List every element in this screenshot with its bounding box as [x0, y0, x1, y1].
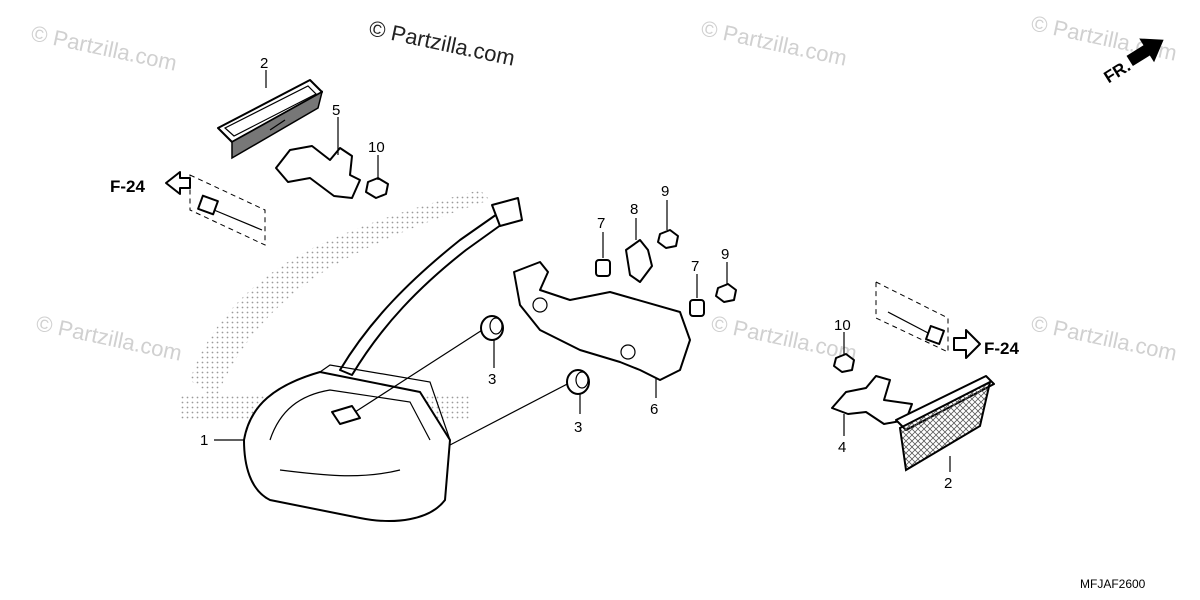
- wire-harness: [339, 197, 523, 376]
- nut-right: [833, 353, 855, 373]
- arrow-right-icon: [953, 329, 981, 359]
- collar-upper: [595, 259, 611, 277]
- watermark: © Partzilla.com: [29, 20, 179, 75]
- callout-9-b: 9: [721, 246, 729, 263]
- watermark: © Partzilla.com: [699, 15, 849, 70]
- callout-10-right: 10: [834, 317, 851, 334]
- callout-3-b: 3: [574, 419, 582, 436]
- ref-right: F-24: [984, 339, 1020, 358]
- callout-7-a: 7: [597, 215, 605, 232]
- callout-9-a: 9: [661, 183, 669, 200]
- direction-label: FR.: [1101, 56, 1134, 87]
- leader-line: [354, 324, 491, 413]
- bracket-right: [831, 375, 913, 425]
- grommet-lower: [566, 369, 590, 395]
- callout-1: 1: [200, 432, 208, 449]
- callout-2-top: 2: [260, 55, 268, 72]
- bracket-left: [275, 145, 361, 199]
- ref-left: F-24: [110, 177, 146, 196]
- reflector-top: [217, 79, 324, 160]
- callout-6: 6: [650, 401, 658, 418]
- taillight: [243, 364, 451, 522]
- nut-left: [365, 177, 389, 199]
- reflector-bottom: [895, 375, 995, 472]
- callout-8: 8: [630, 201, 638, 218]
- arrow-icon: [1126, 38, 1164, 67]
- callout-10-left: 10: [368, 139, 385, 156]
- callout-3-a: 3: [488, 371, 496, 388]
- collar-lower: [689, 299, 705, 317]
- nut-9-lower: [715, 283, 737, 303]
- callout-2-bottom: 2: [944, 475, 952, 492]
- watermark: © Partzilla.com: [1029, 10, 1179, 65]
- arrow-left-icon: [165, 171, 191, 195]
- diagram-code: MFJAF2600: [1080, 577, 1146, 591]
- nut-9-upper: [657, 229, 679, 249]
- copyright-text: © Partzilla.com: [367, 15, 517, 70]
- clamp: [625, 239, 653, 283]
- left-bolt-guide: [189, 174, 266, 246]
- callout-4: 4: [838, 439, 846, 456]
- watermark: © Partzilla.com: [34, 310, 184, 365]
- bolt-right: [887, 311, 945, 345]
- callout-5: 5: [332, 102, 340, 119]
- watermark: © Partzilla.com: [1029, 310, 1179, 365]
- grommet-upper: [480, 315, 504, 341]
- bolt-left: [197, 194, 263, 231]
- stay-bracket: [513, 261, 691, 381]
- callout-7-b: 7: [691, 258, 699, 275]
- leader-line: [449, 379, 576, 446]
